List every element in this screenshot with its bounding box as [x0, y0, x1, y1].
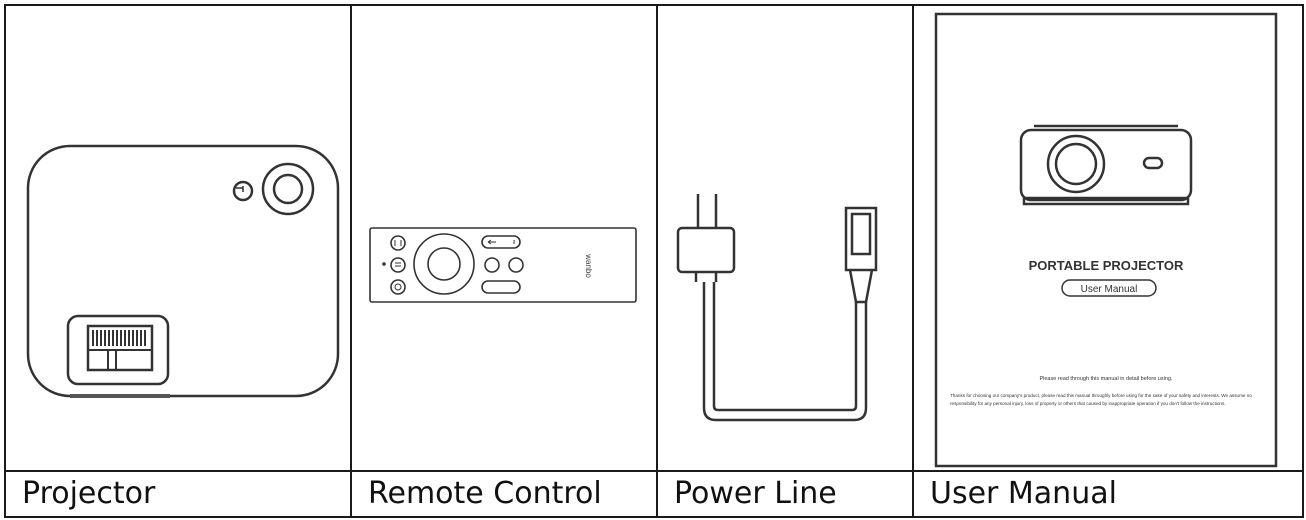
power-line-icon — [676, 194, 878, 422]
image-row: wanbo — [4, 4, 1304, 472]
user-manual-image-cell: PORTABLE PROJECTOR User Manual Please re… — [912, 4, 1304, 472]
remote-control-icon: wanbo — [369, 227, 637, 303]
user-manual-label: User Manual — [912, 470, 1304, 518]
power-line-image-cell — [656, 4, 914, 472]
manual-notice: Please read through this manual in detai… — [1039, 376, 1172, 382]
manual-body-text: Thanks for choosing our company's produc… — [950, 393, 1252, 406]
manual-subtitle: User Manual — [1081, 284, 1138, 295]
projector-image-cell — [4, 4, 352, 472]
packing-list-table: wanbo — [4, 4, 1304, 518]
label-row: Projector Remote Control Power Line User… — [4, 470, 1304, 518]
remote-control-label: Remote Control — [350, 470, 658, 518]
manual-title: PORTABLE PROJECTOR — [1029, 258, 1184, 273]
remote-control-image-cell: wanbo — [350, 4, 658, 472]
manual-projector-illustration — [1019, 124, 1193, 206]
projector-icon — [26, 144, 340, 398]
power-line-label: Power Line — [656, 470, 914, 518]
projector-label: Projector — [4, 470, 352, 518]
user-manual-icon: PORTABLE PROJECTOR User Manual Please re… — [934, 12, 1278, 468]
remote-brand-text: wanbo — [584, 253, 593, 278]
